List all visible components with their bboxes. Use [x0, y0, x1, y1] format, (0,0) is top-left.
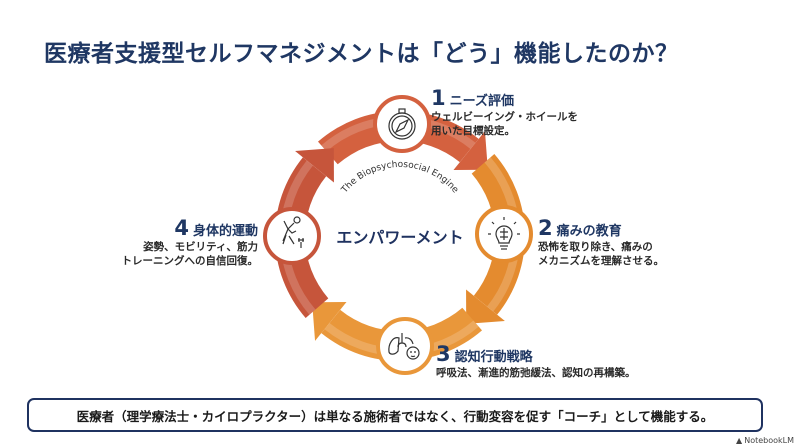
lungs-relaxed-face-icon [388, 333, 420, 360]
arrow-segment-bottom-arrowhead [312, 302, 347, 341]
step-name: 痛みの教育 [556, 224, 622, 239]
compass-icon [388, 108, 416, 140]
step-desc-line: 恐怖を取り除き、痛みの [538, 241, 653, 253]
step-number: 1 [431, 86, 446, 110]
step-name: 身体的運動 [192, 224, 258, 239]
engine-label: The Biopsychosocial Engine [339, 160, 460, 196]
step-desc-line: トレーニングへの自信回復。 [121, 255, 259, 267]
page-title: 医療者支援型セルフマネジメントは「どう」機能したのか？ [44, 41, 679, 67]
step-desc-line: ウェルビーイング・ホイールを [431, 111, 578, 123]
node-needs-assessment [373, 95, 431, 153]
notebooklm-logo-icon: ▲ [736, 436, 743, 445]
watermark-text: NotebookLM [744, 436, 794, 445]
step-desc-line: 姿勢、モビリティ、筋力 [143, 241, 258, 253]
arrow-segment-top-arrowhead [453, 131, 488, 170]
step-desc-line: メカニズムを理解させる。 [538, 255, 664, 267]
step-number: 4 [174, 216, 189, 240]
node-cognitive-behavioral [376, 317, 434, 375]
key-message-text: 医療者（理学療法士・カイロプラクター）は単なる施術者ではなく、行動変容を促す「コ… [76, 408, 714, 424]
step-desc-line: 用いた目標設定。 [431, 125, 515, 137]
key-message-box: 医療者（理学療法士・カイロプラクター）は単なる施術者ではなく、行動変容を促す「コ… [27, 398, 763, 432]
node-physical-exercise [263, 207, 321, 265]
exercise-person-icon [282, 216, 304, 248]
lightbulb-brain-icon [488, 217, 520, 250]
center-label: エンパワーメント [336, 228, 463, 247]
arrow-segment-right-arrowhead [466, 289, 505, 324]
step-number: 2 [538, 216, 553, 240]
watermark: ▲NotebookLM [736, 436, 794, 445]
step-name: ニーズ評価 [449, 94, 514, 109]
step-number: 3 [436, 342, 451, 366]
step-desc-line: 呼吸法、漸進的筋弛緩法、認知の再構築。 [436, 367, 636, 379]
arrow-segment-left-arrowhead [295, 148, 334, 183]
node-pain-education [475, 205, 533, 263]
step-name: 認知行動戦略 [454, 350, 533, 365]
